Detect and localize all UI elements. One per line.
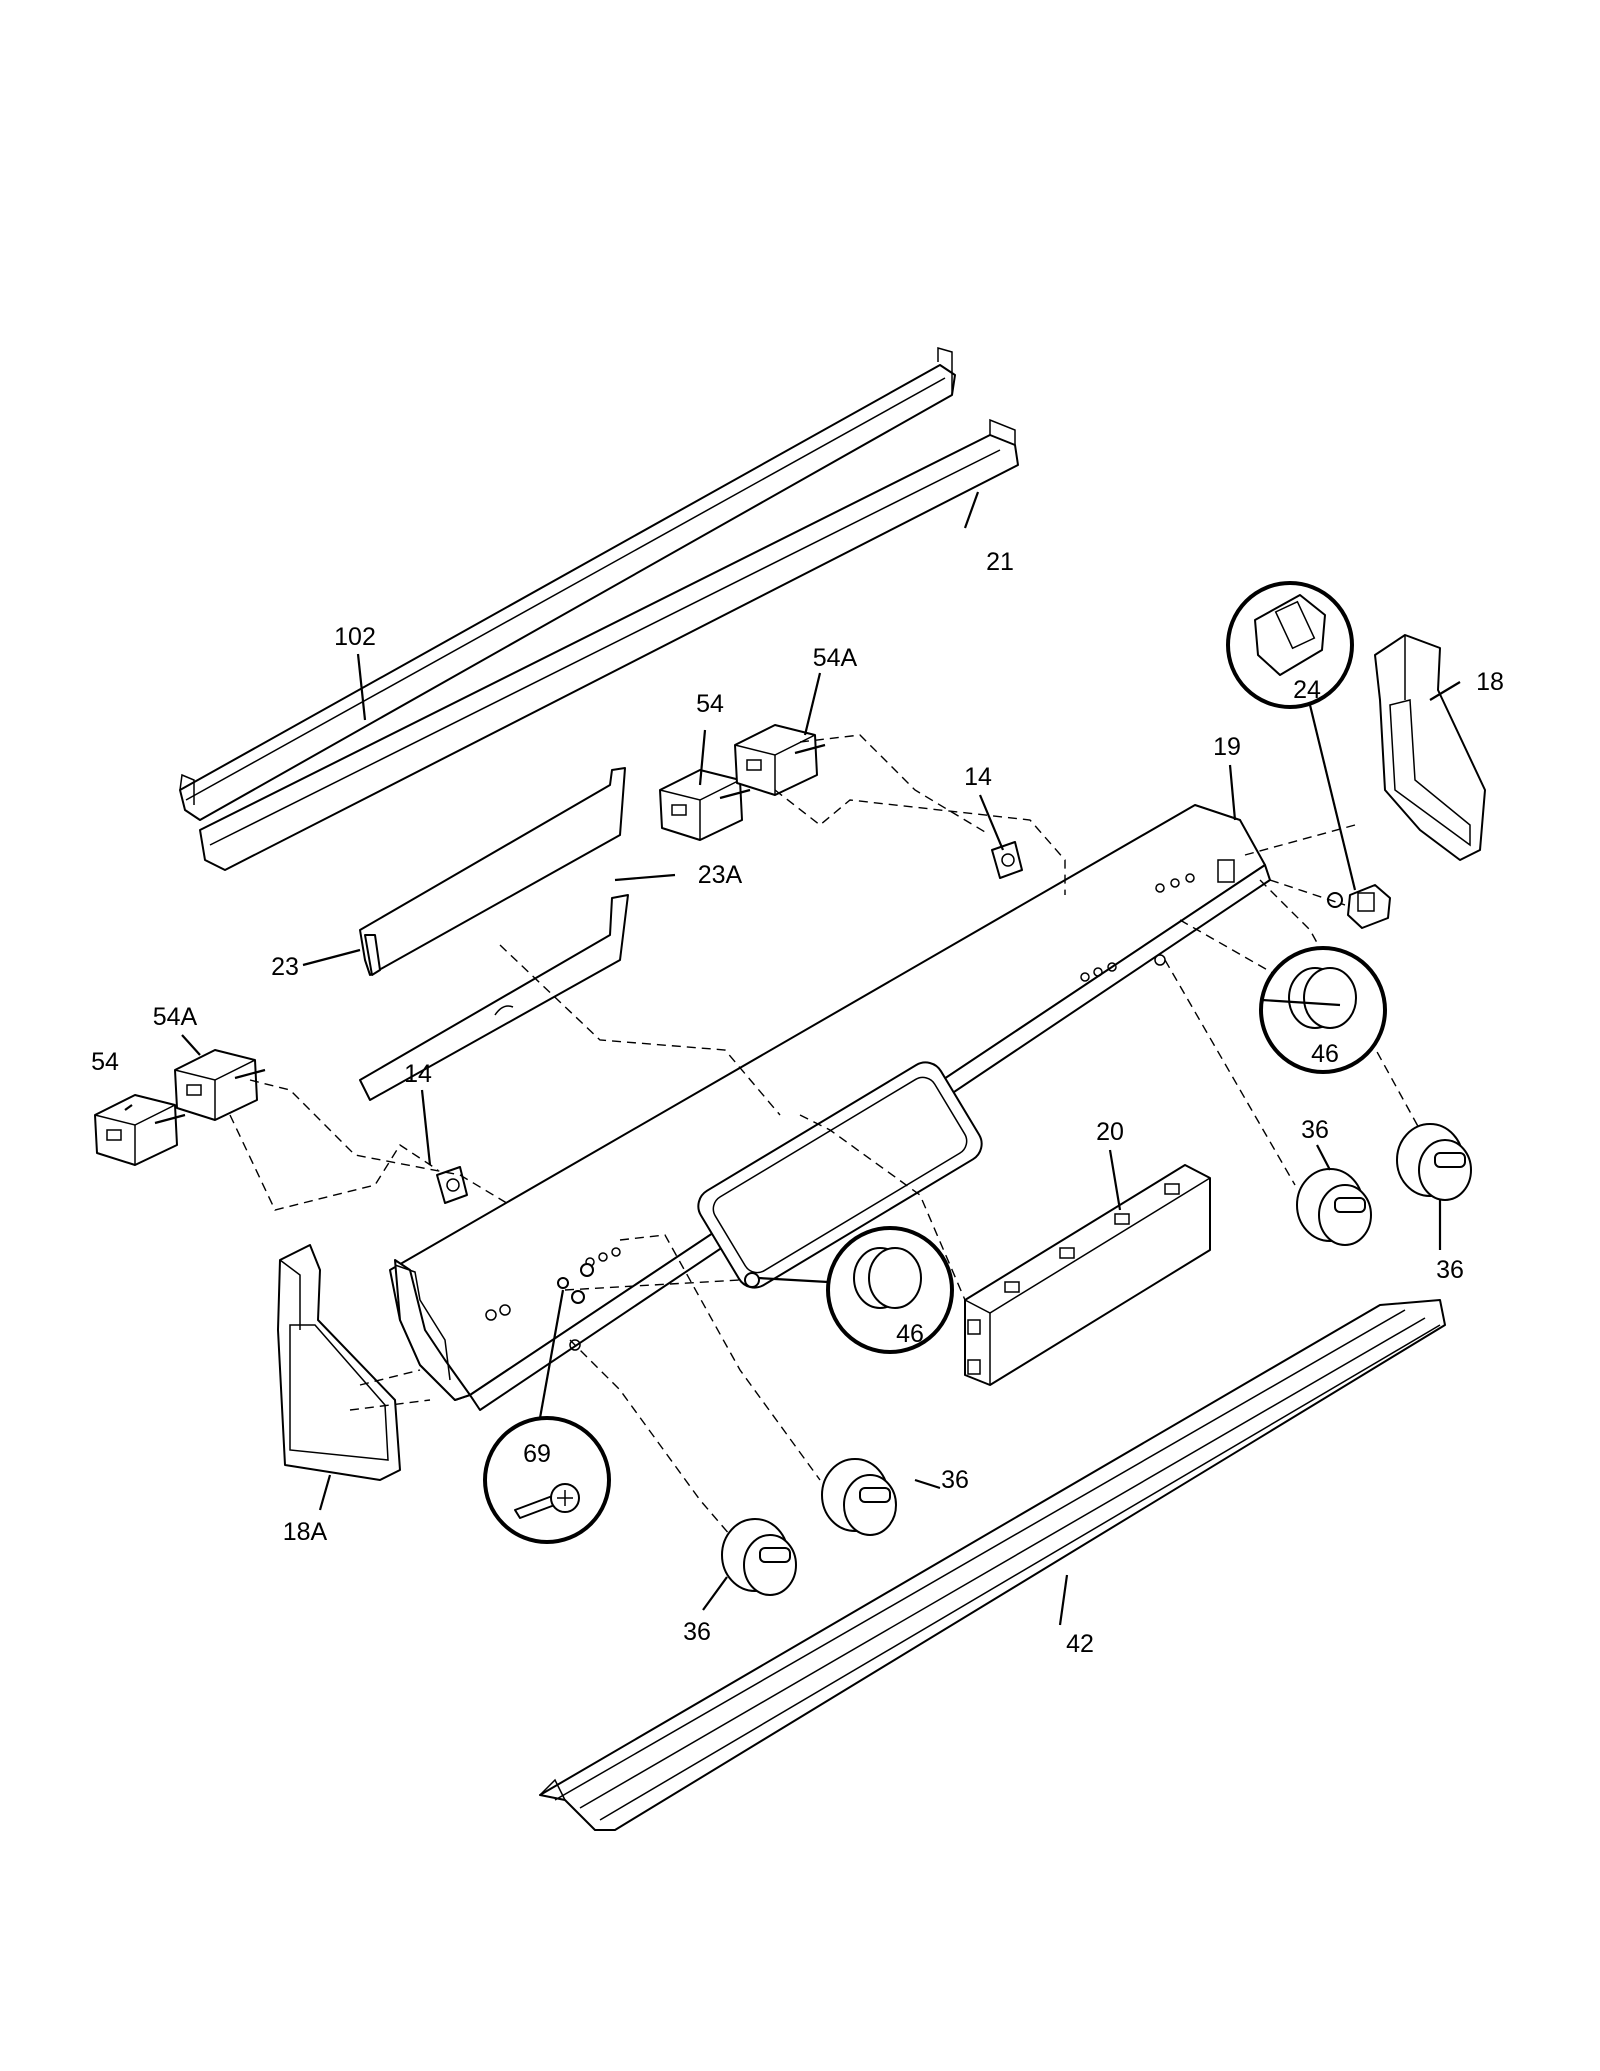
part-14-clip-left — [436, 1166, 468, 1204]
label-42: 42 — [1066, 1630, 1094, 1658]
label-54a-top: 54A — [813, 644, 858, 672]
part-102-trim-rail — [179, 347, 956, 821]
assembly-lines — [229, 734, 1421, 1536]
label-36-right-a: 36 — [1301, 1116, 1329, 1144]
label-46-mid: 46 — [896, 1320, 924, 1348]
callout-24 — [1226, 581, 1357, 891]
part-14-clip-top — [991, 841, 1023, 879]
label-21: 21 — [986, 548, 1014, 576]
label-18: 18 — [1476, 668, 1504, 696]
label-69: 69 — [523, 1440, 551, 1468]
part-23a-bracket — [359, 894, 629, 1101]
part-21-trim-rail — [199, 418, 1019, 871]
label-36-low: 36 — [683, 1618, 711, 1646]
label-23a: 23A — [698, 861, 743, 889]
part-18-end-cap-right — [1374, 634, 1486, 861]
label-54-left: 54 — [91, 1048, 119, 1076]
label-102: 102 — [334, 623, 376, 651]
part-19-backguard-console — [389, 804, 1271, 1411]
label-19: 19 — [1213, 733, 1241, 761]
part-18a-end-cap-left — [277, 1244, 401, 1481]
label-24: 24 — [1293, 676, 1321, 704]
part-42-lower-trim — [539, 1299, 1446, 1831]
label-46-right: 46 — [1311, 1040, 1339, 1068]
label-20: 20 — [1096, 1118, 1124, 1146]
part-24-rocker-switch — [1347, 884, 1391, 929]
part-23-bracket — [359, 767, 626, 976]
part-54a-switch-left — [174, 1049, 266, 1121]
callout-46-mid — [757, 1226, 954, 1354]
callout-46-right — [1259, 946, 1387, 1074]
label-14-left: 14 — [404, 1060, 432, 1088]
part-36-knob-right-a — [1296, 1168, 1372, 1246]
label-leaders — [124, 491, 1461, 1626]
part-36-knob-mid — [821, 1458, 897, 1536]
label-54a-left: 54A — [153, 1003, 198, 1031]
part-20-control-board — [964, 1164, 1211, 1386]
label-36-right-b: 36 — [1436, 1256, 1464, 1284]
label-54-top: 54 — [696, 690, 724, 718]
part-36-knob-low — [721, 1518, 797, 1596]
label-18a: 18A — [283, 1518, 328, 1546]
part-labels: 102 21 54 54A 14 19 24 18 23 23A 54 54A … — [91, 548, 1504, 1658]
label-14-top: 14 — [964, 763, 992, 791]
label-36-mid: 36 — [941, 1466, 969, 1494]
callout-69 — [483, 1289, 611, 1544]
part-54a-switch-top — [734, 724, 826, 796]
part-54-switch-left — [94, 1094, 186, 1166]
screw-icon — [514, 1483, 580, 1519]
part-36-knob-right-b — [1396, 1123, 1472, 1201]
label-23: 23 — [271, 953, 299, 981]
part-54-switch-top — [659, 769, 751, 841]
